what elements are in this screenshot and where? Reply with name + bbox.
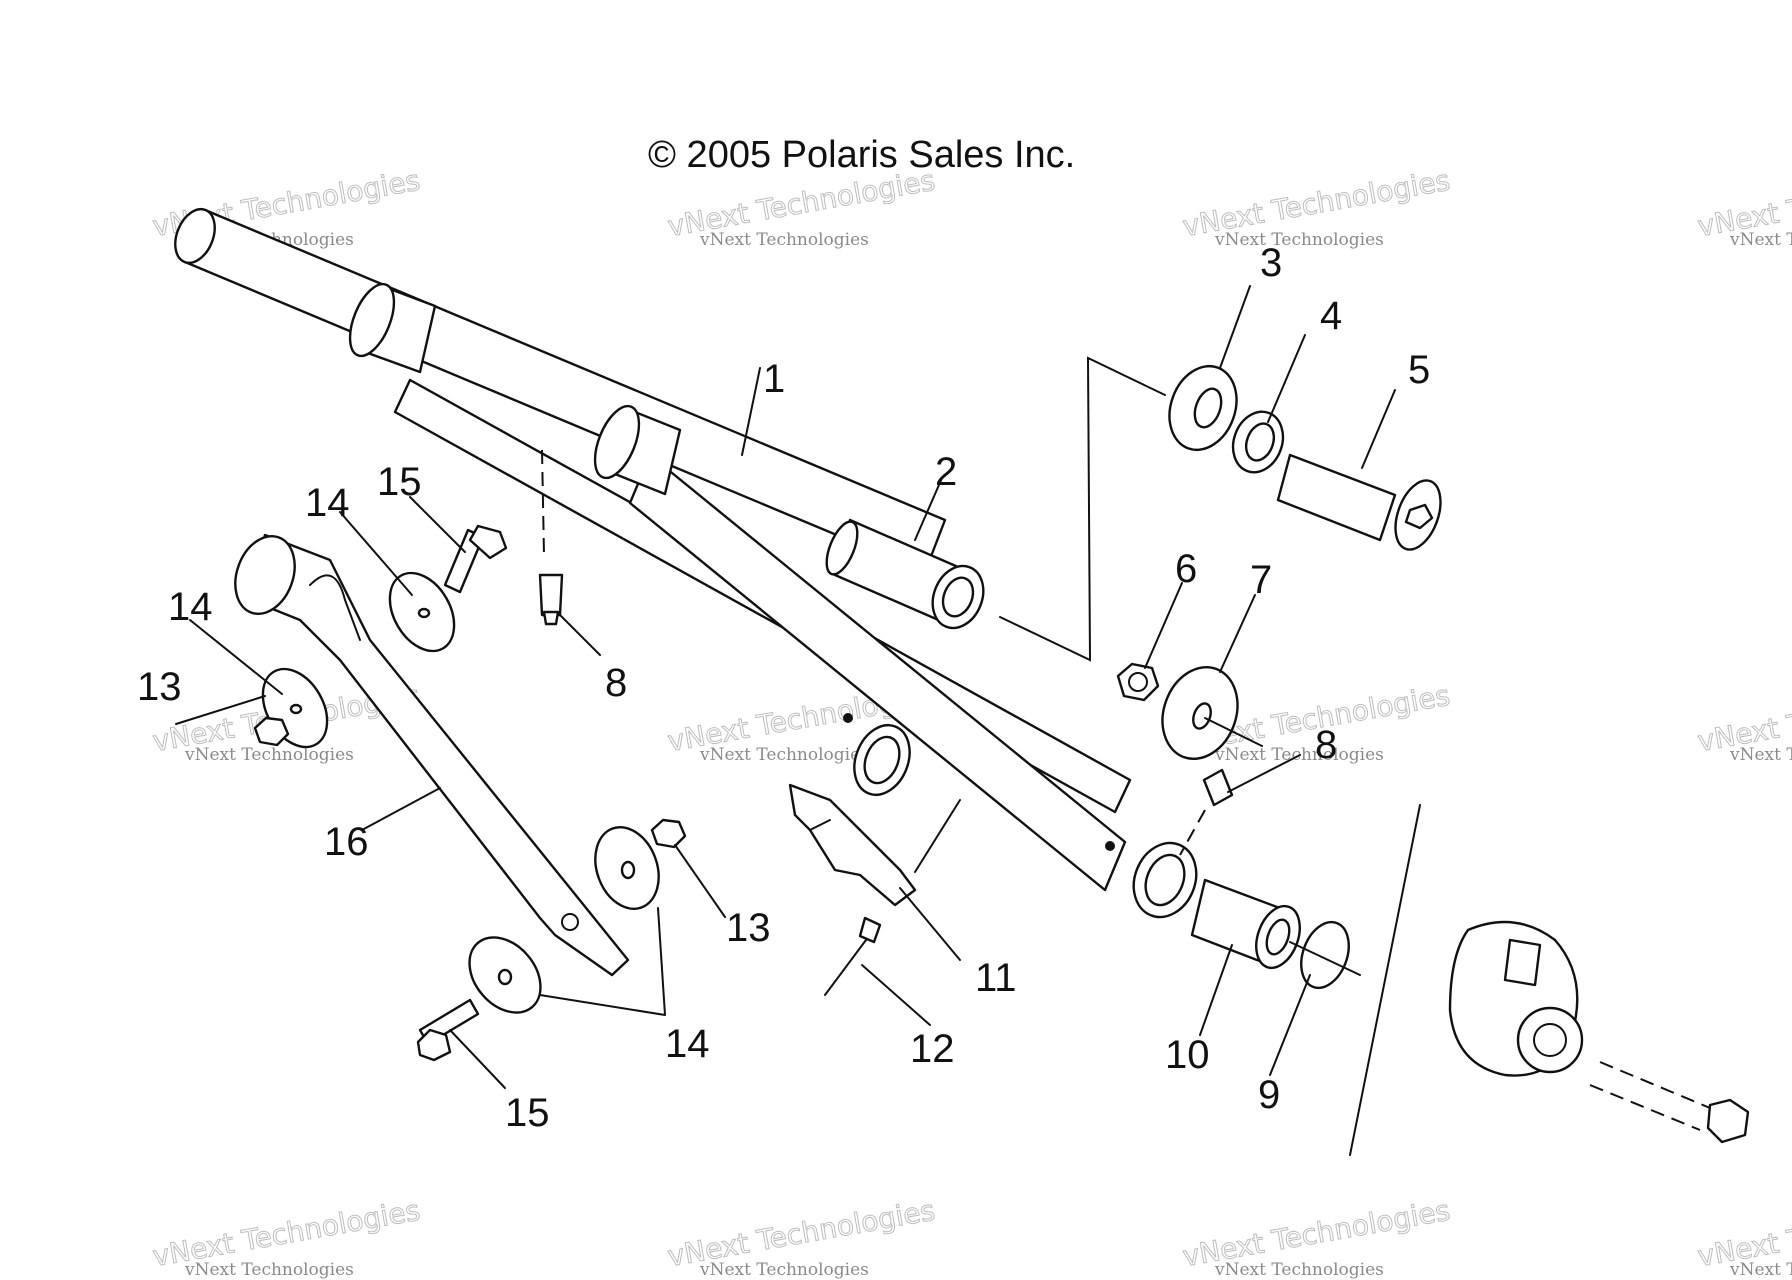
callout-14c: 14 <box>665 1022 710 1066</box>
swing-arm-part <box>174 207 1198 919</box>
watermark-text: vNext Technologies <box>699 745 869 765</box>
washer-part-3 <box>1168 364 1238 452</box>
callout-7: 7 <box>1250 558 1272 602</box>
callout-labels: 1 2 3 4 5 6 7 8 8 9 10 11 12 13 13 14 14… <box>137 241 1430 1135</box>
bolt-part-15a <box>443 524 508 594</box>
watermark-text: vNext Technologies <box>1729 230 1792 250</box>
snap-ring-part-9 <box>1289 920 1361 990</box>
callout-12: 12 <box>910 1027 955 1071</box>
callout-1: 1 <box>763 357 785 401</box>
watermark-text: vNext Technologies <box>699 1260 869 1280</box>
link-part-16 <box>234 533 630 977</box>
callout-15b: 15 <box>505 1091 550 1135</box>
callout-2: 2 <box>935 450 957 494</box>
leader-bracket-2 <box>999 356 1166 662</box>
watermark-text: vNext Technologies <box>1214 1260 1384 1280</box>
callout-8b: 8 <box>1315 723 1337 767</box>
callout-3: 3 <box>1260 241 1282 285</box>
callout-16: 16 <box>324 820 369 864</box>
watermark-text: vNext Technologies <box>1214 230 1384 250</box>
callout-10: 10 <box>1165 1033 1210 1077</box>
shoulder-bolt-part-5 <box>1276 453 1442 551</box>
callout-6: 6 <box>1175 547 1197 591</box>
washer-part-14c <box>594 826 660 910</box>
callout-14a: 14 <box>305 481 350 525</box>
callout-8a: 8 <box>605 661 627 705</box>
nut-part-13b <box>650 818 687 849</box>
lock-washer-part-4 <box>1231 410 1285 474</box>
bushing-part-2 <box>825 518 985 630</box>
watermark-text: vNext Technologies <box>1729 745 1792 765</box>
copyright-text: © 2005 Polaris Sales Inc. <box>648 134 1075 176</box>
watermark-text: vNext Technologies <box>184 1260 354 1280</box>
rivet-part-12 <box>824 916 882 996</box>
watermark-text: vNext Technologies <box>184 745 354 765</box>
bushing-part-10 <box>1190 878 1301 970</box>
washer-part-7 <box>1161 665 1239 761</box>
leader-lines <box>175 285 1396 1089</box>
callout-14b: 14 <box>168 585 213 629</box>
bracket-part-11 <box>788 783 917 907</box>
bolt-part-15b <box>416 998 480 1062</box>
washer-part-14a <box>388 571 456 653</box>
leader-7-axis <box>1204 717 1263 747</box>
divider-line <box>1349 804 1421 1156</box>
watermark-text: vNext Technologies <box>699 230 869 250</box>
callout-5: 5 <box>1408 348 1430 392</box>
grease-fitting-part-8b <box>1179 768 1234 856</box>
grease-fitting-part-8a <box>538 449 564 626</box>
callout-4: 4 <box>1320 294 1342 338</box>
callout-13a: 13 <box>137 665 182 709</box>
nut-part-6 <box>1116 662 1160 702</box>
callout-11: 11 <box>975 956 1017 1000</box>
washer-part-14d <box>468 936 542 1014</box>
watermark-text: vNext Technologies <box>1729 1260 1792 1280</box>
hub-assembly <box>1448 920 1750 1144</box>
nut-part-13a <box>253 716 290 747</box>
callout-9: 9 <box>1258 1073 1280 1117</box>
callout-15a: 15 <box>377 460 422 504</box>
callout-13b: 13 <box>726 906 771 950</box>
